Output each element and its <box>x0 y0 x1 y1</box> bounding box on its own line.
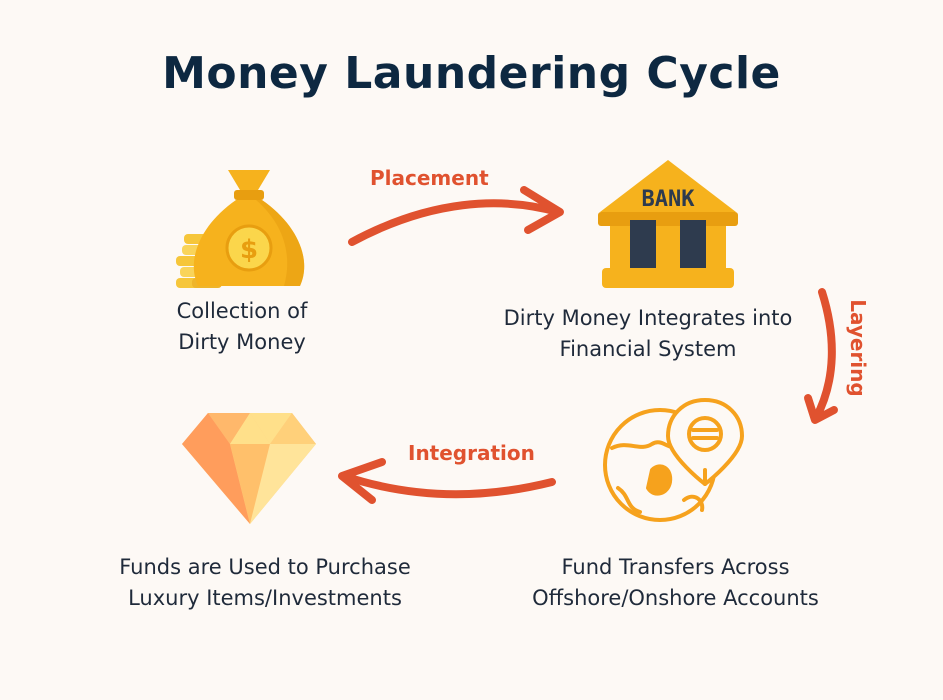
luxury-caption-line2: Luxury Items/Investments <box>128 586 402 610</box>
money-bag-icon: $ <box>176 170 305 288</box>
page-title: Money Laundering Cycle <box>162 48 781 99</box>
collection-caption-line1: Collection of <box>176 299 308 323</box>
svg-text:$: $ <box>240 235 258 265</box>
globe-pin-icon <box>603 398 744 522</box>
collection-caption: Collection of Dirty Money <box>142 296 342 358</box>
bank-caption-line2: Financial System <box>559 337 737 361</box>
luxury-caption: Funds are Used to Purchase Luxury Items/… <box>95 552 435 614</box>
layering-label: Layering <box>846 299 870 397</box>
bank-sign-text: BANK <box>642 187 696 212</box>
bank-caption-line1: Dirty Money Integrates into <box>503 306 793 330</box>
transfers-caption-line2: Offshore/Onshore Accounts <box>532 586 819 610</box>
placement-arrow <box>348 186 564 246</box>
placement-label: Placement <box>370 166 489 190</box>
transfers-caption: Fund Transfers Across Offshore/Onshore A… <box>508 552 843 614</box>
diamond-icon <box>182 413 316 524</box>
integration-arrow <box>338 458 556 504</box>
integration-label: Integration <box>408 441 535 465</box>
luxury-caption-line1: Funds are Used to Purchase <box>119 555 411 579</box>
collection-caption-line2: Dirty Money <box>178 330 306 354</box>
layering-arrow <box>804 288 838 424</box>
transfers-caption-line1: Fund Transfers Across <box>561 555 790 579</box>
bank-icon: BANK <box>598 160 738 288</box>
bank-caption: Dirty Money Integrates into Financial Sy… <box>478 303 818 365</box>
